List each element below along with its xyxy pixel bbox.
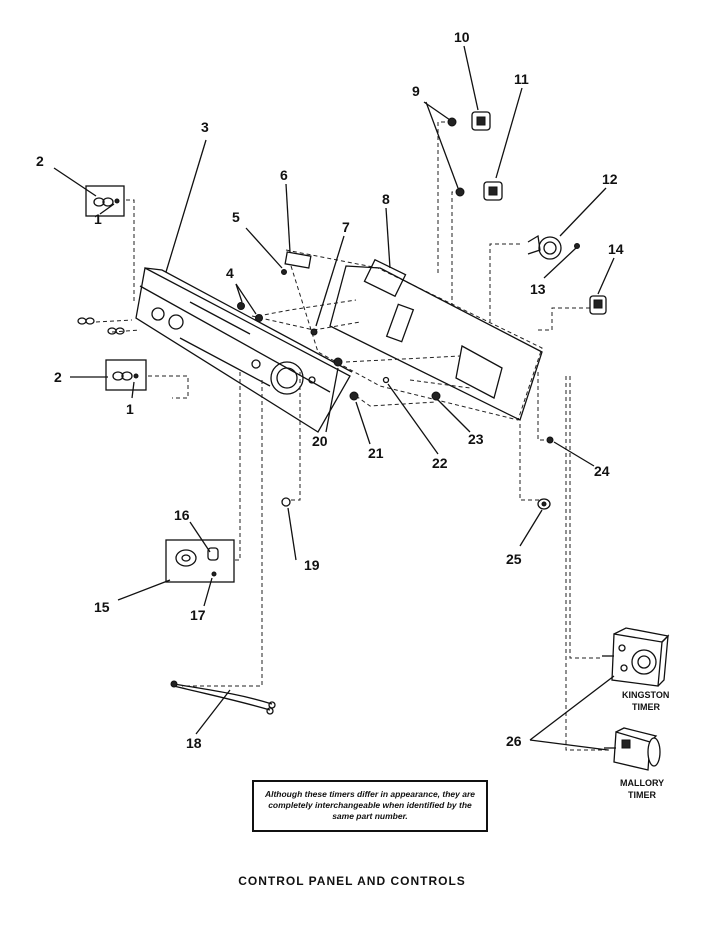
diagram-caption: CONTROL PANEL AND CONTROLS	[238, 874, 466, 888]
kingston-label-1: KINGSTON	[622, 690, 669, 700]
timer-labels: KINGSTON TIMER MALLORY TIMER	[620, 690, 669, 800]
callout-18: 18	[186, 735, 202, 751]
callout-1-top: 1	[94, 211, 102, 227]
callout-8: 8	[382, 191, 390, 207]
clip-card-bottom	[105, 359, 147, 391]
callout-4: 4	[226, 265, 234, 281]
assembly-lines	[95, 121, 612, 751]
knob-card	[165, 539, 235, 583]
callout-9: 9	[412, 83, 420, 99]
mallory-label-2: TIMER	[628, 790, 656, 800]
callout-numbers: 2 1 2 1 3 4 5 6 7 8 9 10 11 12 13 14 15 …	[36, 29, 624, 751]
kingston-timer	[602, 627, 670, 687]
mallory-label-1: MALLORY	[620, 778, 664, 788]
leader-lines	[53, 45, 615, 751]
small-parts	[77, 111, 607, 715]
kingston-label-2: TIMER	[632, 702, 660, 712]
callout-1-bottom: 1	[126, 401, 134, 417]
timer-note: Although these timers differ in appearan…	[252, 780, 488, 832]
callout-24: 24	[594, 463, 610, 479]
callout-25: 25	[506, 551, 522, 567]
callout-17: 17	[190, 607, 206, 623]
callout-7: 7	[342, 219, 350, 235]
callout-21: 21	[368, 445, 384, 461]
callout-3: 3	[201, 119, 209, 135]
callout-10: 10	[454, 29, 470, 45]
callout-14: 14	[608, 241, 624, 257]
mallory-timer	[604, 727, 661, 771]
callout-15: 15	[94, 599, 110, 615]
rear-console	[285, 249, 543, 421]
callout-19: 19	[304, 557, 320, 573]
callout-13: 13	[530, 281, 546, 297]
callout-2-top: 2	[36, 153, 44, 169]
callout-11: 11	[514, 71, 529, 87]
clip-card-top	[85, 185, 125, 217]
callout-5: 5	[232, 209, 240, 225]
control-panel	[135, 267, 353, 433]
callout-6: 6	[280, 167, 288, 183]
callout-26: 26	[506, 733, 522, 749]
callout-12: 12	[602, 171, 618, 187]
callout-20: 20	[312, 433, 328, 449]
callout-22: 22	[432, 455, 448, 471]
callout-23: 23	[468, 431, 484, 447]
callout-2-bottom: 2	[54, 369, 62, 385]
callout-16: 16	[174, 507, 190, 523]
